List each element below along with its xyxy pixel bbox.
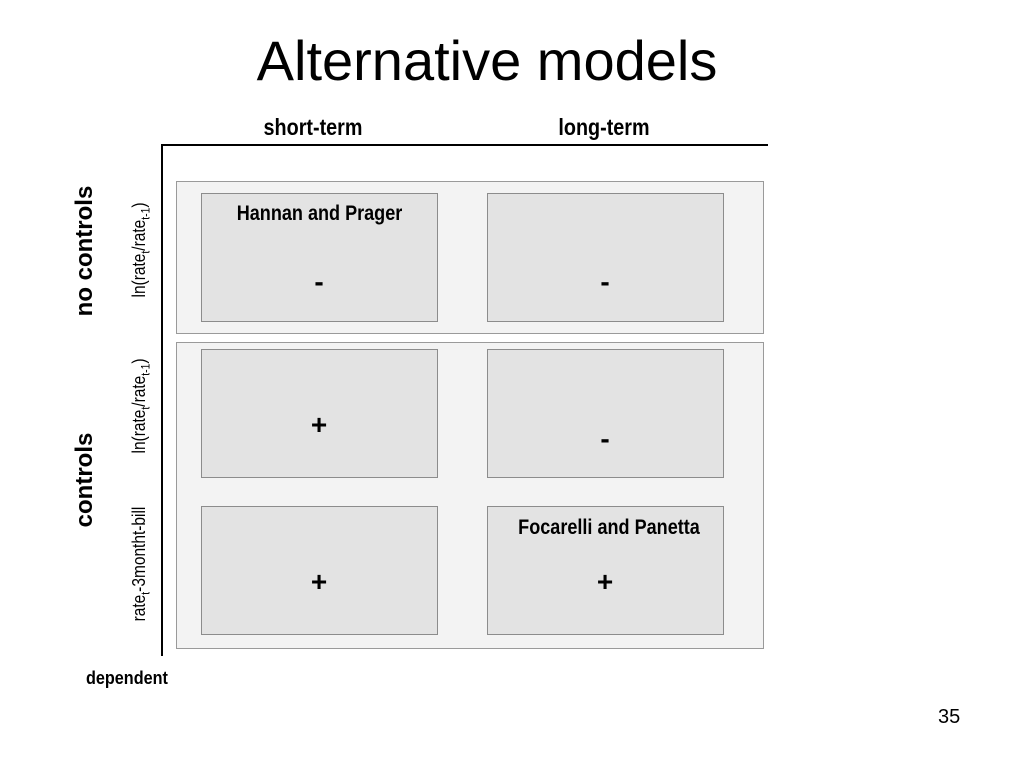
sign-r2-short: + [310, 409, 328, 440]
group-label-controls: controls [71, 432, 98, 528]
cell-name-focarelli-panetta: Focarelli and Panetta [518, 516, 700, 539]
sign-r3-short: + [310, 566, 328, 597]
cell-controls-tbill-short-term [201, 506, 438, 635]
dependent-label-row1: ln(ratet/ratet-1) [129, 202, 153, 298]
top-axis-line [161, 144, 768, 146]
cell-no-controls-short-term [201, 193, 438, 322]
group-label-no-controls: no controls [71, 185, 98, 317]
sign-r1-short: - [314, 266, 324, 297]
slide-title: Alternative models [256, 29, 718, 92]
column-header-short-term: short-term [263, 114, 363, 140]
dependent-axis-label: dependent [86, 668, 168, 688]
sign-r1-long: - [600, 266, 610, 297]
sign-r2-long: - [600, 423, 610, 454]
cell-name-hannan-prager: Hannan and Prager [236, 202, 403, 225]
page-number: 35 [938, 706, 961, 728]
cell-controls-tbill-long-term [487, 506, 724, 635]
dependent-label-row3: ratet-3montht-bill [129, 506, 153, 622]
cell-controls-ln-short-term [201, 349, 438, 478]
dependent-label-row2: ln(ratet/ratet-1) [129, 358, 153, 454]
cell-controls-ln-long-term [487, 349, 724, 478]
left-axis-line [161, 145, 163, 656]
cell-no-controls-long-term [487, 193, 724, 322]
column-header-long-term: long-term [558, 114, 650, 140]
sign-r3-long: + [596, 566, 614, 597]
